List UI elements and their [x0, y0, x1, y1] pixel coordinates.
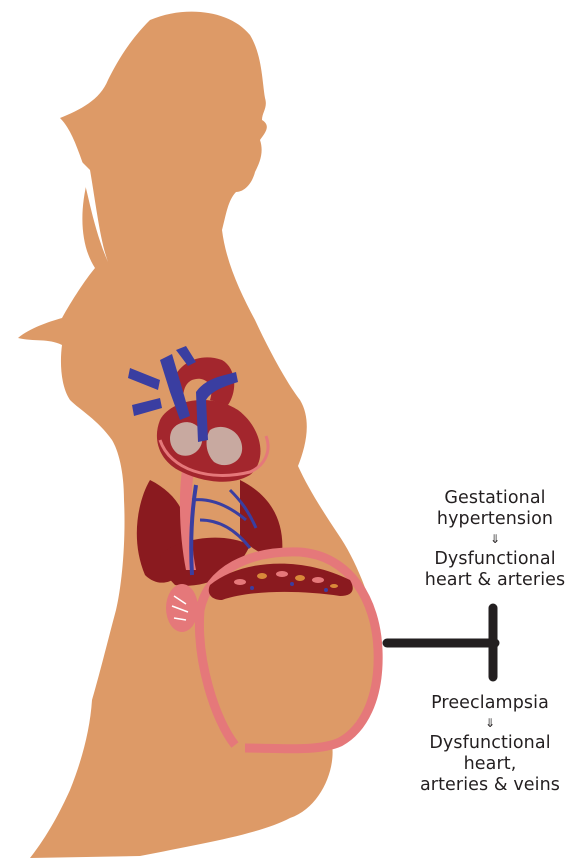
gestational-line-1: Gestational: [410, 488, 571, 509]
gestational-result-1: Dysfunctional: [410, 549, 571, 570]
gestational-hypertension-label: Gestational hypertension ⇓ Dysfunctional…: [410, 488, 571, 591]
kidney: [166, 584, 198, 632]
down-arrow-icon: ⇓: [405, 715, 571, 731]
gestational-line-2: hypertension: [410, 509, 571, 530]
preeclampsia-result-1: Dysfunctional: [405, 733, 571, 754]
preeclampsia-line-1: Preeclampsia: [405, 693, 571, 714]
gestational-result-2: heart & arteries: [410, 570, 571, 591]
preeclampsia-label: Preeclampsia ⇓ Dysfunctional heart, arte…: [405, 693, 571, 796]
preeclampsia-result-2: heart,: [405, 754, 571, 775]
preeclampsia-result-3: arteries & veins: [405, 775, 571, 796]
down-arrow-icon: ⇓: [410, 531, 571, 547]
